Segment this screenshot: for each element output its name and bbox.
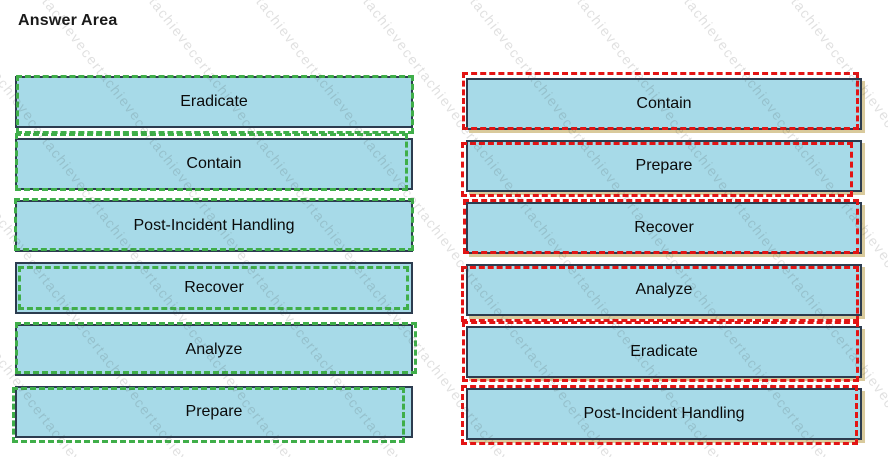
left-item-recover[interactable]: Recover <box>15 262 413 314</box>
watermark-text: certachieve <box>666 0 734 55</box>
watermark-text: certachieve <box>880 395 888 457</box>
left-item-post-incident-handling-label: Post-Incident Handling <box>133 217 295 234</box>
right-item-analyze-label: Analyze <box>635 281 693 298</box>
right-item-analyze[interactable]: Analyze <box>461 264 862 322</box>
left-item-eradicate[interactable]: Eradicate <box>15 75 414 134</box>
right-item-eradicate[interactable]: Eradicate <box>462 321 862 382</box>
watermark-text: certachieve <box>880 255 888 335</box>
watermark-text: certachieve <box>880 0 888 55</box>
left-item-prepare[interactable]: Prepare <box>12 386 413 443</box>
left-item-analyze[interactable]: Analyze <box>15 322 417 376</box>
left-item-post-incident-handling[interactable]: Post-Incident Handling <box>14 198 414 252</box>
left-item-eradicate-label: Eradicate <box>180 93 248 110</box>
watermark-text: certachieve <box>131 0 199 55</box>
right-item-post-incident-handling[interactable]: Post-Incident Handling <box>461 385 862 445</box>
right-item-contain-label: Contain <box>636 95 692 112</box>
right-item-prepare[interactable]: Prepare <box>461 140 862 197</box>
watermark-text: certachieve <box>452 0 520 55</box>
watermark-text: certachieve <box>559 0 627 55</box>
left-options-column: Eradicate Contain Post-Incident Handling… <box>12 75 417 443</box>
watermark-text: certachieve <box>345 0 413 55</box>
left-item-contain[interactable]: Contain <box>15 133 413 191</box>
watermark-text: certachieve <box>773 0 841 55</box>
right-item-eradicate-label: Eradicate <box>630 343 698 360</box>
watermark-text: certachieve <box>238 0 306 55</box>
watermark-text: certachieve <box>880 115 888 195</box>
left-item-prepare-label: Prepare <box>185 403 243 420</box>
right-item-prepare-label: Prepare <box>635 157 693 174</box>
left-item-contain-label: Contain <box>186 155 242 172</box>
right-item-recover[interactable]: Recover <box>463 199 862 254</box>
right-answer-column: Contain Prepare Recover Analyze Eradicat… <box>461 72 862 445</box>
right-item-recover-label: Recover <box>634 219 694 236</box>
right-item-contain[interactable]: Contain <box>462 72 862 130</box>
page-title: Answer Area <box>18 12 118 29</box>
left-item-recover-label: Recover <box>184 279 244 296</box>
right-item-post-incident-handling-label: Post-Incident Handling <box>583 405 745 422</box>
left-item-analyze-label: Analyze <box>185 341 243 358</box>
